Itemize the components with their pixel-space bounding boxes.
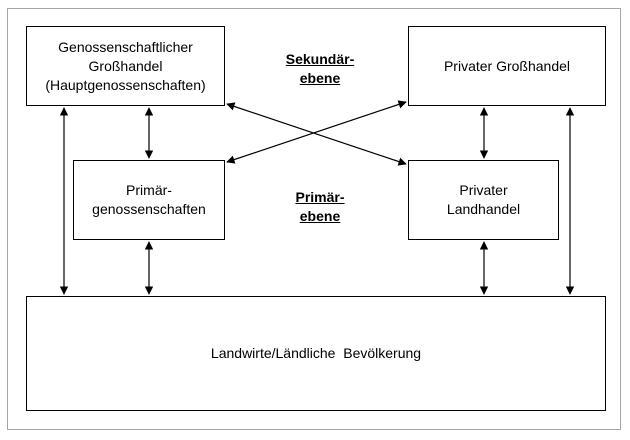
box-text-line: Genossenschaftlicher (58, 38, 193, 55)
box-text-line: genossenschaften (92, 201, 206, 217)
level-label-line: Sekundär- (285, 51, 355, 67)
box-text-line: Landwirte/Ländliche Bevölkerung (210, 345, 422, 361)
box-text-line: (Hauptgenossenschaften) (45, 76, 206, 93)
box-privater-landhandel: Privater Landhandel (408, 160, 559, 240)
box-genossenschaftlicher-grosshandel: Genossenschaftlicher Großhandel (Hauptge… (26, 26, 225, 106)
box-primaergenossenschaften: Primär- genossenschaften (73, 160, 225, 240)
box-text-line: Landhandel (446, 201, 521, 217)
level-label-line: ebene (299, 208, 341, 224)
level-label-primaer: Primär- ebene (270, 188, 370, 226)
level-label-line: ebene (299, 70, 341, 86)
box-landwirte: Landwirte/Ländliche Bevölkerung (26, 296, 606, 411)
box-text-line: Primär- (126, 182, 172, 198)
box-text-line: Privater Großhandel (443, 57, 571, 74)
box-privater-grosshandel: Privater Großhandel (408, 26, 606, 106)
box-text-line: Privater (459, 182, 508, 198)
box-text-line: Großhandel (88, 57, 163, 74)
level-label-line: Primär- (295, 189, 345, 205)
level-label-sekundaer: Sekundär- ebene (270, 50, 370, 88)
